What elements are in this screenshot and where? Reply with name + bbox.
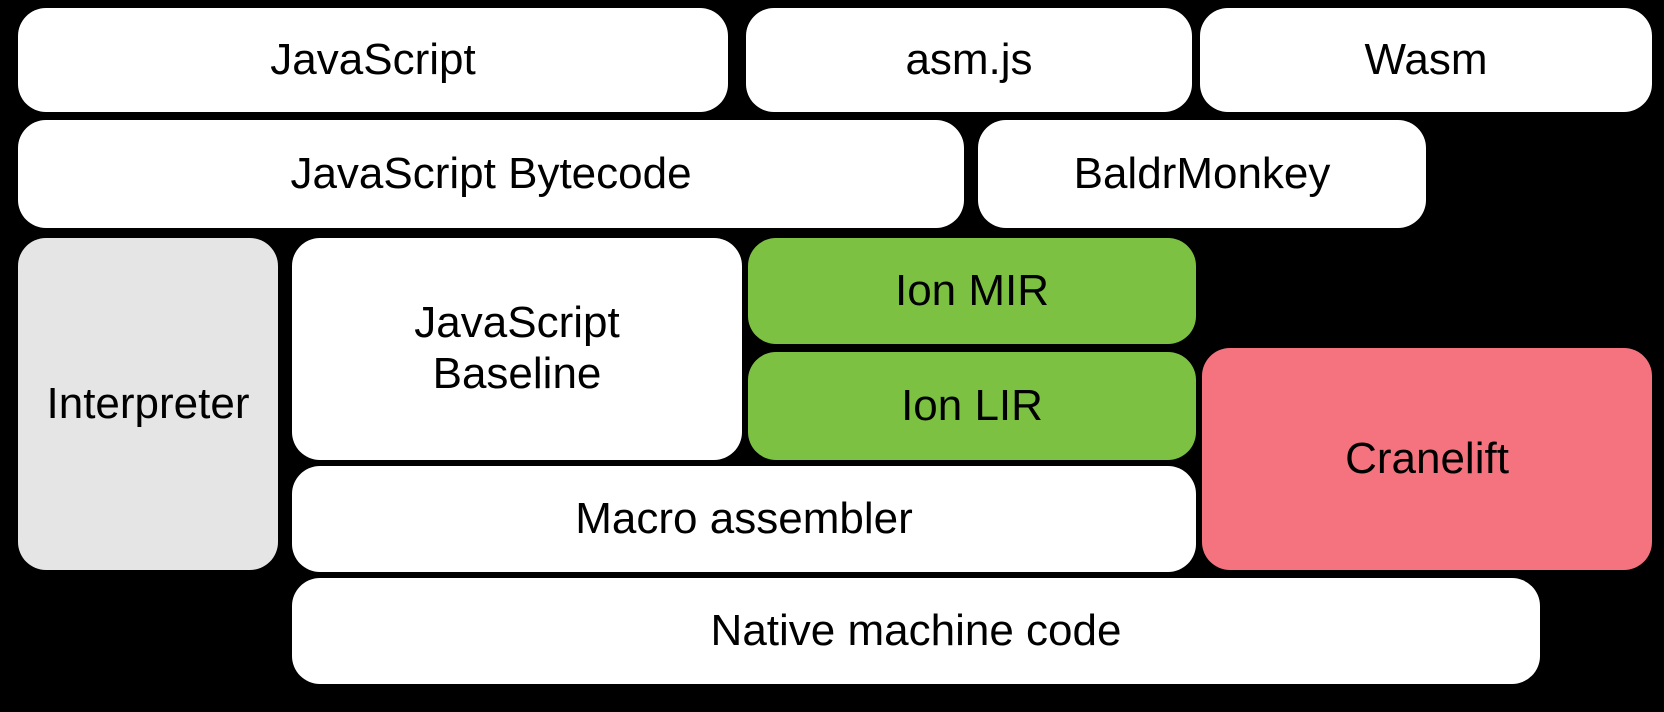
node-interpreter-label: Interpreter xyxy=(46,378,250,428)
node-ion-lir: Ion LIR xyxy=(748,352,1196,460)
node-javascript-label: JavaScript xyxy=(270,34,476,84)
node-cranelift: Cranelift xyxy=(1202,348,1652,570)
node-wasm-label: Wasm xyxy=(1364,34,1488,84)
node-macro-assembler: Macro assembler xyxy=(292,466,1196,572)
node-javascript-bytecode: JavaScript Bytecode xyxy=(18,120,964,228)
node-interpreter: Interpreter xyxy=(18,238,278,570)
node-javascript-baseline-label: JavaScript Baseline xyxy=(414,298,620,398)
node-cranelift-label: Cranelift xyxy=(1345,433,1509,483)
node-ion-mir-label: Ion MIR xyxy=(894,265,1050,315)
node-native-machine-code-label: Native machine code xyxy=(710,605,1122,655)
node-baldrmonkey: BaldrMonkey xyxy=(978,120,1426,228)
node-javascript: JavaScript xyxy=(18,8,728,112)
node-native-machine-code: Native machine code xyxy=(292,578,1540,684)
node-ion-mir: Ion MIR xyxy=(748,238,1196,344)
node-ion-lir-label: Ion LIR xyxy=(901,380,1043,430)
node-javascript-baseline: JavaScript Baseline xyxy=(292,238,742,460)
node-macro-assembler-label: Macro assembler xyxy=(575,493,913,543)
node-javascript-bytecode-label: JavaScript Bytecode xyxy=(290,148,692,198)
node-asmjs: asm.js xyxy=(746,8,1192,112)
node-baldrmonkey-label: BaldrMonkey xyxy=(1073,148,1331,198)
node-asmjs-label: asm.js xyxy=(905,34,1033,84)
node-wasm: Wasm xyxy=(1200,8,1652,112)
